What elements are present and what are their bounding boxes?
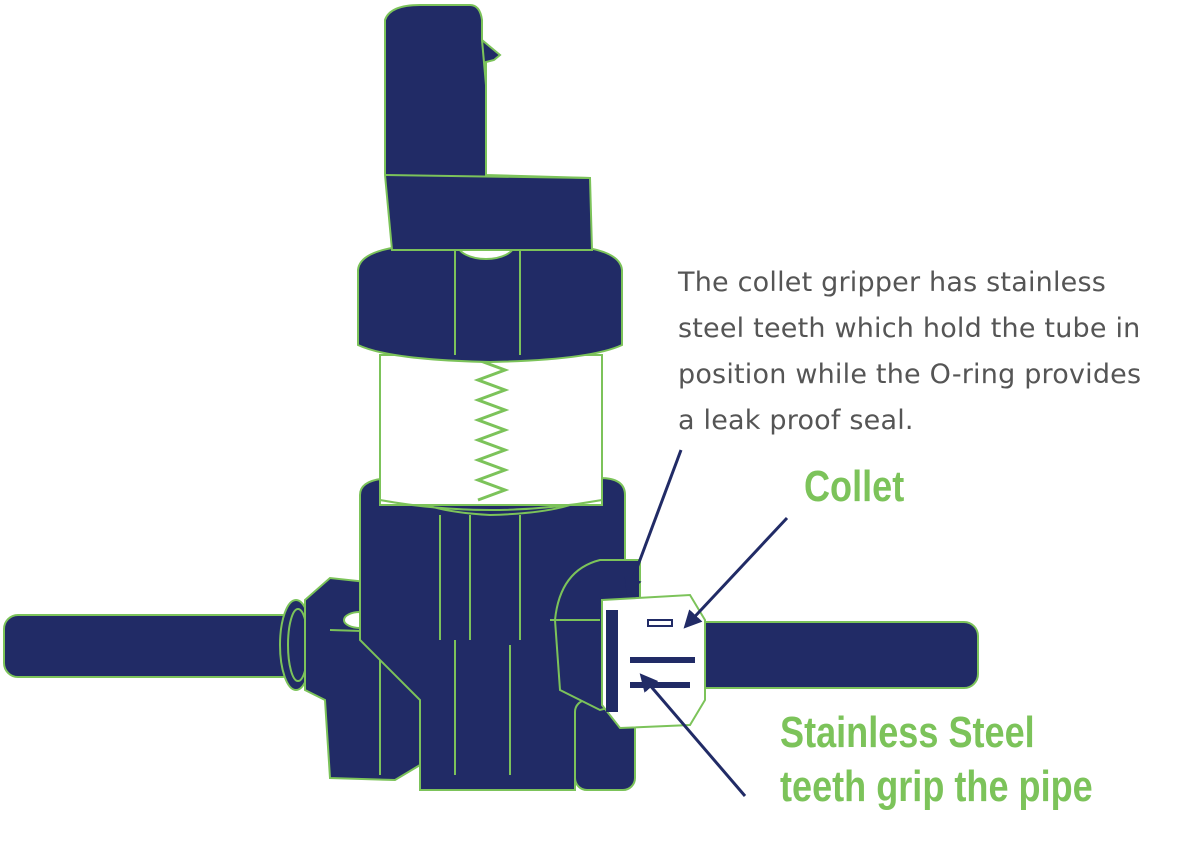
teeth-pointer-arrow: [639, 673, 747, 797]
description-line: The collet gripper has stainless: [678, 267, 1107, 298]
collet-label: Collet: [804, 462, 905, 511]
stainless-steel-label: Stainless Steel teeth grip the pipe: [780, 706, 1093, 814]
top-handle: [384, 4, 594, 251]
clear-cylinder: [379, 354, 603, 511]
description-line: position while the O-ring provides: [678, 359, 1142, 390]
description-line: a leak proof seal.: [678, 405, 914, 436]
description-line: steel teeth which hold the tube in: [678, 313, 1141, 344]
left-pipe: [3, 599, 313, 691]
description-pointer-arrow: [624, 449, 683, 596]
collet: [601, 593, 706, 730]
spring-icon: [473, 358, 510, 502]
collet-pointer-arrow: [683, 516, 789, 629]
stainless-label-line2: teeth grip the pipe: [780, 762, 1093, 811]
description-text: The collet gripper has stainless steel t…: [678, 260, 1178, 444]
stainless-label-line1: Stainless Steel: [780, 708, 1035, 757]
